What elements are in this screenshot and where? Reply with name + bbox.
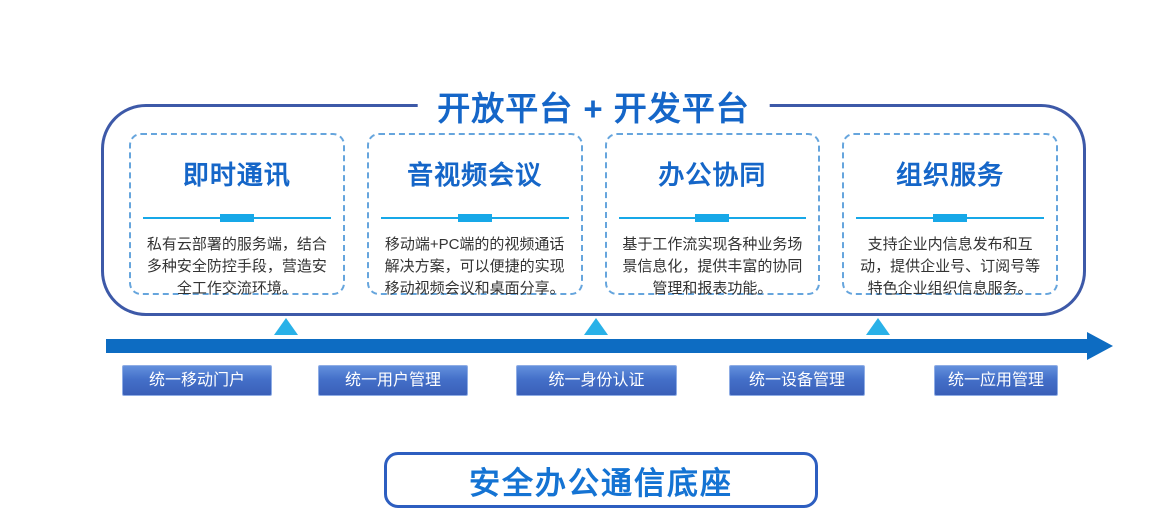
- up-triangle-icon: [584, 318, 608, 335]
- card-divider: [856, 217, 1044, 219]
- card-organization-services: 组织服务 支持企业内信息发布和互动，提供企业号、订阅号等特色企业组织信息服务。: [842, 133, 1058, 297]
- timeline-arrow-bar: [106, 339, 1087, 353]
- pill-unified-identity-authentication: 统一身份认证: [516, 365, 677, 396]
- card-description: 私有云部署的服务端，结合多种安全防控手段，营造安全工作交流环境。: [146, 236, 327, 297]
- timeline-arrow-head-icon: [1087, 332, 1113, 360]
- capability-cards: 即时通讯 私有云部署的服务端，结合多种安全防控手段，营造安全工作交流环境。 音视…: [129, 133, 1058, 297]
- base-title-box: 安全办公通信底座: [384, 452, 818, 508]
- card-description: 移动端+PC端的的视频通话解决方案，可以便捷的实现移动视频会议和桌面分享。: [384, 236, 565, 297]
- up-triangle-icon: [866, 318, 890, 335]
- pill-unified-application-management: 统一应用管理: [934, 365, 1058, 396]
- card-title: 办公协同: [658, 160, 767, 190]
- pill-unified-device-management: 统一设备管理: [729, 365, 865, 396]
- card-instant-messaging: 即时通讯 私有云部署的服务端，结合多种安全防控手段，营造安全工作交流环境。: [129, 133, 345, 297]
- card-title: 组织服务: [896, 160, 1005, 190]
- up-triangle-icon: [274, 318, 298, 335]
- card-divider: [618, 217, 807, 219]
- card-divider: [143, 217, 331, 219]
- base-title: 安全办公通信底座: [469, 465, 733, 501]
- platform-title: 开放平台 + 开发平台: [417, 82, 770, 131]
- card-description: 基于工作流实现各种业务场景信息化，提供丰富的协同管理和报表功能。: [622, 236, 803, 297]
- card-description: 支持企业内信息发布和互动，提供企业号、订阅号等特色企业组织信息服务。: [860, 236, 1041, 297]
- card-divider: [380, 217, 569, 219]
- pill-unified-user-management: 统一用户管理: [318, 365, 468, 396]
- pill-unified-mobile-portal: 统一移动门户: [122, 365, 272, 396]
- card-office-collaboration: 办公协同 基于工作流实现各种业务场景信息化，提供丰富的协同管理和报表功能。: [604, 133, 821, 297]
- platform-container: 开放平台 + 开发平台 即时通讯 私有云部署的服务端，结合多种安全防控手段，营造…: [101, 82, 1086, 316]
- card-av-conference: 音视频会议 移动端+PC端的的视频通话解决方案，可以便捷的实现移动视频会议和桌面…: [366, 133, 583, 297]
- card-title: 音视频会议: [407, 160, 543, 190]
- card-title: 即时通讯: [182, 160, 291, 190]
